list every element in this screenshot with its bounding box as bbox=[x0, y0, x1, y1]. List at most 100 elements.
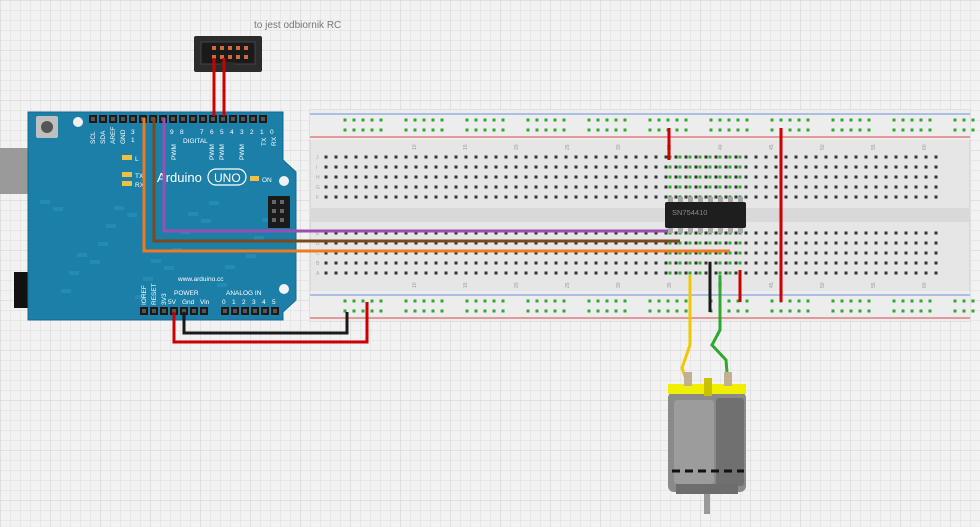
rail-hole-connected bbox=[953, 309, 957, 313]
tx-label: TX bbox=[261, 137, 268, 146]
hole bbox=[694, 271, 698, 275]
hole bbox=[814, 271, 818, 275]
rail-hole-connected bbox=[352, 118, 356, 122]
pin-label: SCL bbox=[90, 131, 97, 144]
rc-receiver-header[interactable] bbox=[194, 36, 262, 72]
rail-hole-connected bbox=[849, 118, 853, 122]
hole bbox=[804, 231, 808, 235]
header-pin bbox=[231, 117, 235, 121]
hole bbox=[814, 185, 818, 189]
hole bbox=[584, 271, 588, 275]
hole bbox=[544, 251, 548, 255]
hole bbox=[354, 261, 358, 265]
header-pin bbox=[192, 309, 196, 313]
hole bbox=[784, 175, 788, 179]
pin-number: 1 bbox=[131, 137, 135, 144]
hole bbox=[454, 175, 458, 179]
hole bbox=[434, 155, 438, 159]
wire-purple[interactable] bbox=[162, 118, 670, 233]
hole-connected bbox=[728, 261, 732, 265]
hole bbox=[774, 261, 778, 265]
wire-orange[interactable] bbox=[142, 118, 730, 253]
hole bbox=[514, 175, 518, 179]
rail-hole-connected bbox=[867, 128, 871, 132]
hole bbox=[484, 251, 488, 255]
hole bbox=[324, 271, 328, 275]
rail-hole-connected bbox=[370, 118, 374, 122]
hole bbox=[404, 165, 408, 169]
wire-black-gnd[interactable] bbox=[182, 312, 349, 335]
column-number: 45 bbox=[769, 144, 775, 150]
hole bbox=[414, 271, 418, 275]
digital-pin-number: 4 bbox=[230, 129, 234, 136]
wire-brown[interactable] bbox=[152, 118, 680, 243]
column-number: 60 bbox=[922, 144, 928, 150]
hole-connected bbox=[698, 165, 702, 169]
hole bbox=[884, 185, 888, 189]
hole bbox=[574, 241, 578, 245]
hole bbox=[704, 185, 708, 189]
hole bbox=[764, 241, 768, 245]
hole bbox=[744, 155, 748, 159]
hole bbox=[544, 261, 548, 265]
motor-shaft bbox=[704, 494, 710, 514]
rail-hole-connected bbox=[806, 309, 810, 313]
hole bbox=[594, 165, 598, 169]
header-pin bbox=[253, 309, 257, 313]
rail-hole-connected bbox=[465, 309, 469, 313]
hole bbox=[914, 155, 918, 159]
hole-connected bbox=[728, 271, 732, 275]
header-pin bbox=[121, 117, 125, 121]
hole bbox=[564, 195, 568, 199]
column-number: 20 bbox=[514, 144, 520, 150]
hole bbox=[634, 155, 638, 159]
hole bbox=[554, 231, 558, 235]
column-number: 40 bbox=[718, 144, 724, 150]
rail-hole-connected bbox=[806, 118, 810, 122]
hole bbox=[924, 271, 928, 275]
row-letter: C bbox=[316, 251, 320, 257]
hole bbox=[894, 231, 898, 235]
hole bbox=[704, 165, 708, 169]
hole bbox=[934, 251, 938, 255]
breadboard[interactable]: 1010151520202525303035354040454550505555… bbox=[309, 109, 980, 322]
hole bbox=[864, 271, 868, 275]
sn754410-chip[interactable]: SN754410 bbox=[665, 197, 746, 233]
hole-connected bbox=[678, 175, 682, 179]
hole bbox=[624, 251, 628, 255]
on-label: ON bbox=[262, 177, 272, 184]
hole bbox=[914, 251, 918, 255]
hole bbox=[654, 251, 658, 255]
hole bbox=[874, 271, 878, 275]
hole bbox=[484, 261, 488, 265]
hole bbox=[344, 271, 348, 275]
hole-connected bbox=[678, 185, 682, 189]
hole bbox=[664, 165, 668, 169]
rail-hole-connected bbox=[465, 299, 469, 303]
hole bbox=[424, 241, 428, 245]
hole bbox=[864, 185, 868, 189]
wire-green-motor[interactable] bbox=[710, 275, 730, 386]
rail-hole-connected bbox=[596, 299, 600, 303]
column-number: 25 bbox=[565, 144, 571, 150]
hole bbox=[404, 155, 408, 159]
hole bbox=[584, 251, 588, 255]
rail-hole-connected bbox=[867, 299, 871, 303]
hole bbox=[814, 231, 818, 235]
hole bbox=[374, 185, 378, 189]
led-rx bbox=[122, 181, 132, 186]
hole-connected bbox=[688, 165, 692, 169]
hole bbox=[424, 251, 428, 255]
hole bbox=[474, 165, 478, 169]
hole bbox=[904, 185, 908, 189]
wire-red-5v[interactable] bbox=[172, 302, 369, 344]
power-pin-label: RESET bbox=[151, 283, 158, 305]
uno-label: UNO bbox=[214, 171, 241, 185]
hole bbox=[564, 271, 568, 275]
hole bbox=[524, 165, 528, 169]
hole bbox=[904, 251, 908, 255]
hole bbox=[464, 271, 468, 275]
hole bbox=[824, 241, 828, 245]
dc-motor[interactable] bbox=[668, 372, 746, 514]
